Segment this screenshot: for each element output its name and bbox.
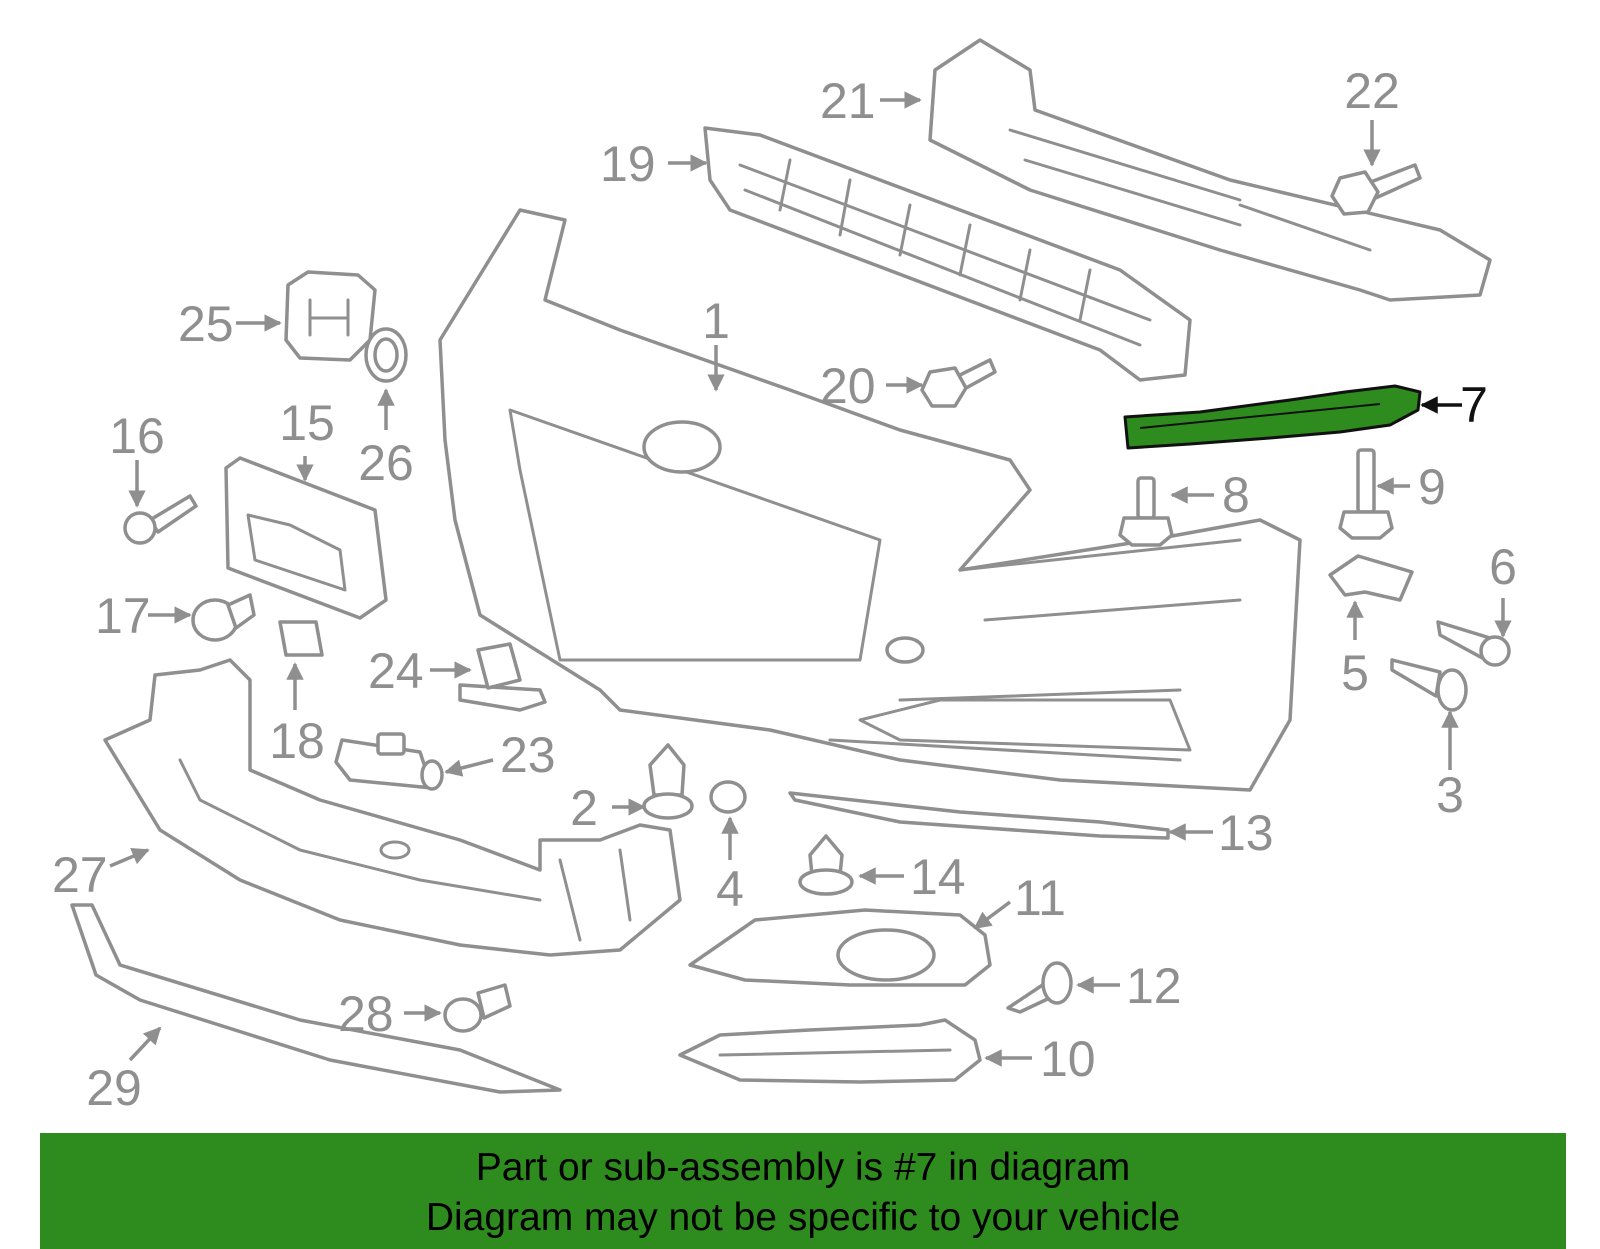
- callout-8: 8: [1222, 467, 1250, 523]
- part-11-bezel: [688, 908, 992, 987]
- callout-10: 10: [1040, 1031, 1096, 1087]
- banner-line-2: Diagram may not be specific to your vehi…: [425, 1196, 1181, 1239]
- callout-4: 4: [716, 861, 744, 917]
- callout-labels: 1 2 3 4 5 6 7 8 9 10 11 12 13 14 15 16 1…: [52, 63, 1517, 1116]
- part-28-clip: [443, 983, 512, 1033]
- callout-29: 29: [86, 1060, 142, 1116]
- callout-16: 16: [109, 408, 165, 464]
- callout-27: 27: [52, 847, 108, 903]
- callout-3: 3: [1436, 767, 1464, 823]
- callout-17: 17: [95, 588, 151, 644]
- callout-21: 21: [820, 73, 876, 129]
- callout-20: 20: [820, 358, 876, 414]
- part-18-clip: [278, 620, 324, 657]
- part-2-clip: [642, 743, 694, 820]
- part-9-bolt: [1338, 448, 1394, 540]
- callout-18: 18: [269, 713, 325, 769]
- callout-28: 28: [338, 986, 394, 1042]
- part-8-bolt: [1118, 476, 1174, 547]
- callout-13: 13: [1218, 805, 1274, 861]
- part-7-highlighted: [1123, 384, 1422, 450]
- part-10-grille-insert: [678, 1018, 982, 1084]
- callout-9: 9: [1418, 459, 1446, 515]
- banner-line-1: Part or sub-assembly is #7 in diagram: [475, 1146, 1131, 1189]
- callout-5: 5: [1341, 645, 1369, 701]
- callout-23: 23: [500, 727, 556, 783]
- part-17-clip: [191, 593, 256, 642]
- part-14-clip: [798, 834, 854, 896]
- callout-14: 14: [910, 849, 966, 905]
- part-27-under-cover: [103, 658, 682, 957]
- part-20-bolt: [920, 358, 997, 408]
- callout-25: 25: [178, 296, 234, 352]
- part-29-lower-strip: [70, 903, 562, 1094]
- part-3-screw: [1390, 658, 1468, 712]
- part-15-license-bracket: [224, 456, 388, 620]
- part-19-absorber: [703, 126, 1192, 382]
- part-26-seal: [364, 327, 408, 383]
- part-12-screw: [1006, 961, 1073, 1014]
- callout-26: 26: [358, 435, 414, 491]
- part-25-emblem: [284, 270, 377, 362]
- part-24-clip: [458, 642, 547, 712]
- part-1-bumper-cover: [438, 208, 1302, 792]
- part-21-reinforcement-beam: [928, 38, 1492, 302]
- callout-24: 24: [368, 643, 424, 699]
- part-13-trim-strip: [788, 791, 1170, 840]
- part-5-bracket: [1328, 554, 1414, 602]
- part-6-screw: [1436, 620, 1511, 667]
- part-info-banner: Part or sub-assembly is #7 in diagram Di…: [40, 1133, 1566, 1249]
- callout-1: 1: [702, 293, 730, 349]
- callout-19: 19: [600, 136, 656, 192]
- callout-22: 22: [1344, 63, 1400, 119]
- callout-7: 7: [1460, 377, 1488, 433]
- callout-15: 15: [279, 395, 335, 451]
- callout-6: 6: [1489, 539, 1517, 595]
- callout-12: 12: [1126, 958, 1182, 1014]
- part-16-screw: [123, 494, 198, 545]
- callout-2: 2: [570, 780, 598, 836]
- part-23-sensor: [334, 732, 444, 791]
- part-4-grommet: [709, 780, 747, 814]
- callout-leaders: [109, 91, 1512, 1067]
- callout-11: 11: [1014, 870, 1066, 926]
- part-22-bolt: [1330, 163, 1422, 216]
